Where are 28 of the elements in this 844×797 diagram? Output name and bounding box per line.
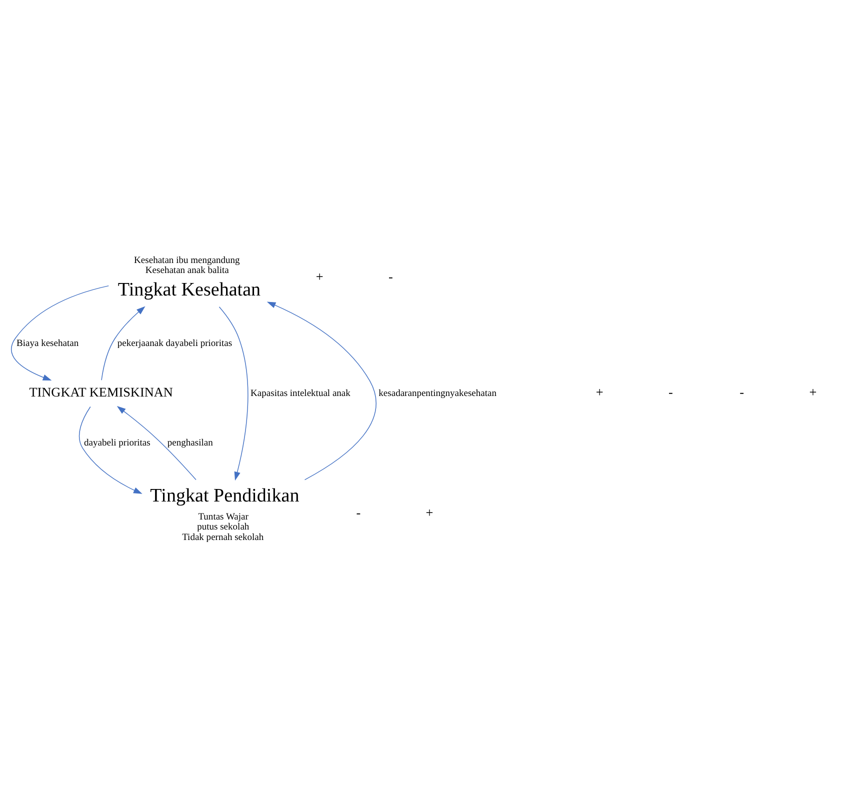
label: + [316,269,324,284]
node-text: TINGKAT KEMISKINAN [29,384,173,400]
arrow [116,406,196,480]
edge-label: pekerjaanak dayabeli prioritas [117,339,232,350]
label: - [356,505,361,520]
node-label: Kesehatan anak balita [145,266,229,276]
edge-label: kesadaranpentingnyakesehatan [378,388,497,399]
node-label: Kesehatan ibu mengandung [134,256,240,266]
label: + [426,505,434,520]
node-label: putus sekolah [197,522,250,533]
label: + [809,384,817,400]
edge-label: Kapasitas intelektual anak [250,388,350,399]
node-text: Tingkat Pendidikan [150,485,300,506]
arrow [11,285,110,381]
label: - [388,269,393,284]
arrow [78,406,142,494]
arrow [266,302,376,480]
arrow [101,306,146,380]
label: - [668,384,673,400]
node-text: Tingkat Kesehatan [118,279,261,300]
node-label: Tidak pernah sekolah [182,532,264,543]
edge-label: Biaya kesehatan [16,339,79,350]
node-label: Tuntas Wajar [198,512,248,522]
label: - [740,384,744,400]
edge-label: dayabeli prioritas [84,438,150,449]
edge-label: penghasilan [167,438,213,449]
label: + [596,384,604,400]
arrow [218,306,248,481]
